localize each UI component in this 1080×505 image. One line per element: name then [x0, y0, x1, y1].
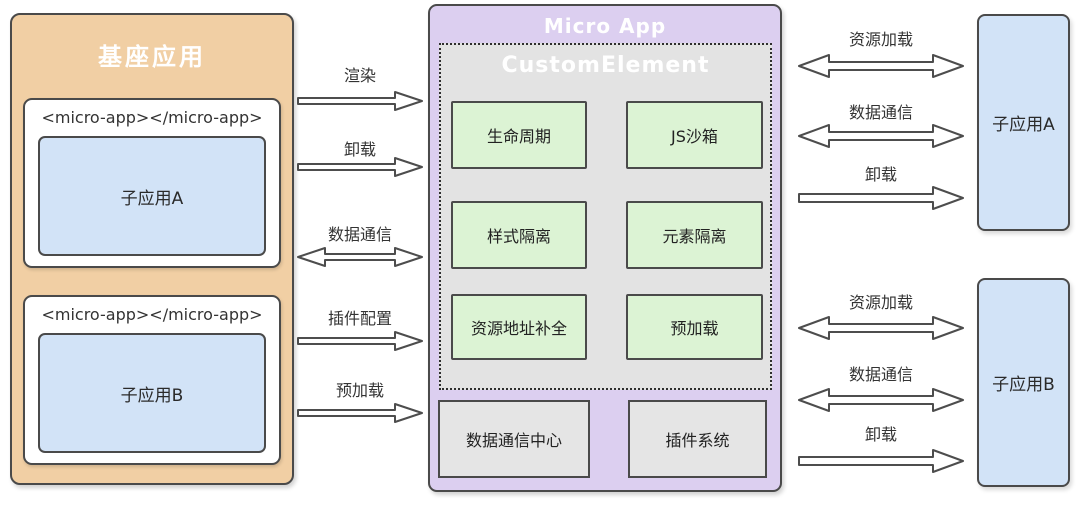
arrow-double-icon — [798, 124, 964, 148]
feature-preload: 预加载 — [626, 294, 763, 360]
arrow-double-icon — [798, 388, 964, 412]
micro-app-host-b: <micro-app></micro-app> 子应用B — [23, 295, 281, 465]
sub-app-b-embedded: 子应用B — [38, 333, 266, 453]
arrow-label-data-communication-b: 数据通信 — [848, 365, 913, 384]
arrow-right-icon — [297, 331, 423, 351]
arrow-label-plugin-config: 插件配置 — [327, 309, 392, 328]
micro-app-host-a: <micro-app></micro-app> 子应用A — [23, 98, 281, 268]
arrow-label-data-communication: 数据通信 — [327, 225, 392, 244]
arrow-label-unmount-a: 卸载 — [864, 165, 897, 184]
arrow-double-icon — [297, 247, 423, 267]
sub-app-a-embedded: 子应用A — [38, 136, 266, 256]
arrow-label-unmount: 卸载 — [343, 140, 376, 159]
base-app-title: 基座应用 — [98, 43, 206, 71]
micro-app-panel: Micro App CustomElement 生命周期 JS沙箱 样式隔离 元… — [428, 4, 782, 492]
arrow-label-resource-load-b: 资源加载 — [848, 293, 913, 312]
feature-js-sandbox: JS沙箱 — [626, 101, 763, 169]
arrow-right-icon — [798, 449, 964, 473]
arrow-label-render: 渲染 — [343, 66, 376, 85]
custom-element-title: CustomElement — [501, 53, 710, 78]
arrow-right-icon — [798, 186, 964, 210]
arrow-label-resource-load-a: 资源加载 — [848, 30, 913, 49]
base-app-panel: 基座应用 <micro-app></micro-app> 子应用A <micro… — [10, 13, 294, 485]
arrow-right-icon — [297, 403, 423, 423]
sub-app-a-remote: 子应用A — [977, 14, 1070, 231]
sub-app-b-remote: 子应用B — [977, 278, 1070, 487]
micro-app-tag-a: <micro-app></micro-app> — [41, 108, 263, 127]
custom-element-container: CustomElement 生命周期 JS沙箱 样式隔离 元素隔离 资源地址补全… — [439, 43, 772, 390]
micro-app-tag-b: <micro-app></micro-app> — [41, 305, 263, 324]
feature-lifecycle: 生命周期 — [451, 101, 587, 169]
feature-element-isolation: 元素隔离 — [626, 201, 763, 269]
service-plugin-system: 插件系统 — [628, 400, 767, 478]
arrow-double-icon — [798, 54, 964, 78]
arrow-label-preload: 预加载 — [335, 381, 384, 400]
arrow-right-icon — [297, 157, 423, 177]
feature-resource-url-completion: 资源地址补全 — [451, 294, 587, 360]
arrow-label-data-communication-a: 数据通信 — [848, 103, 913, 122]
arrow-right-icon — [297, 91, 423, 111]
service-data-communication-center: 数据通信中心 — [438, 400, 590, 478]
feature-style-isolation: 样式隔离 — [451, 201, 587, 269]
arrow-double-icon — [798, 316, 964, 340]
arrow-label-unmount-b: 卸载 — [864, 425, 897, 444]
micro-app-title: Micro App — [543, 14, 667, 38]
